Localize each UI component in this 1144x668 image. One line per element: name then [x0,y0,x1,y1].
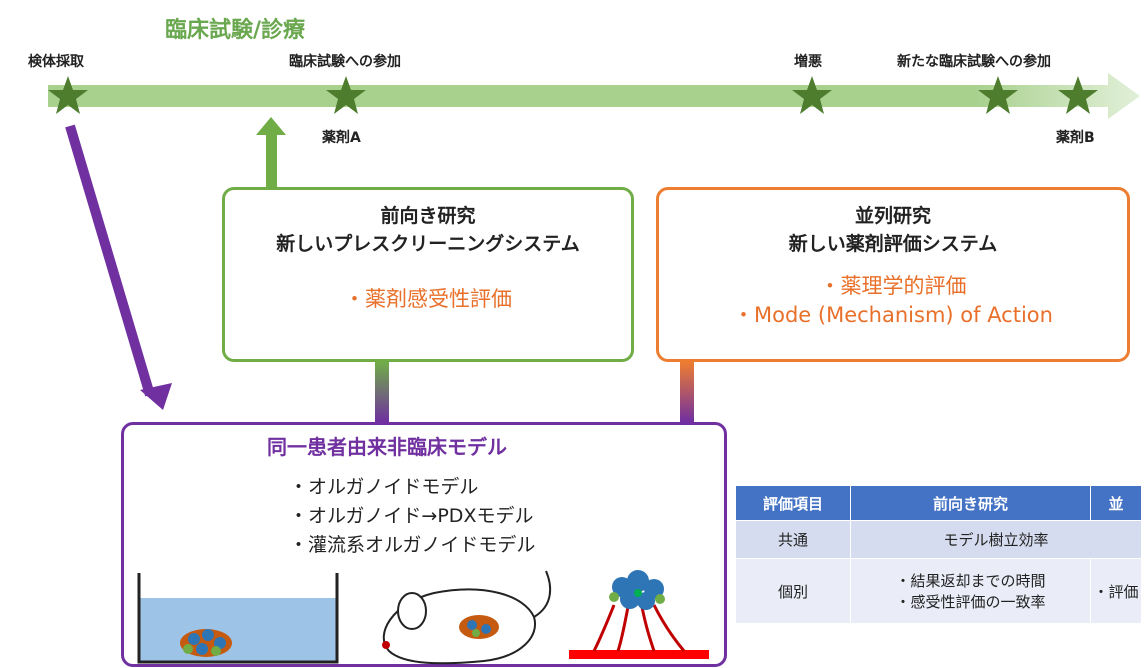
model-illustrations [137,570,709,665]
culture-dish-icon [137,573,339,664]
model-item-3: ・灌流系オルガノイドモデル [289,534,536,556]
star-progression-icon [792,76,832,114]
row-individual-value-1: ・結果返却までの時間 [895,572,1046,590]
orange-purple-connector [680,362,694,422]
parallel-study-box: 並列研究 新しい薬剤評価システム ・薬理学的評価 ・Mode (Mechanis… [656,187,1130,362]
model-item-2: ・オルガノイド→PDXモデル [289,505,534,527]
perfusion-organoid-icon [569,570,709,659]
models-box: 同一患者由来非臨床モデル ・オルガノイドモデル ・オルガノイド→PDXモデル ・… [121,422,727,667]
table-row: 共通 モデル樹立効率 [735,520,1142,559]
parallel-item-1: ・薬理学的評価 [819,274,967,298]
star-new-trial-icon [978,76,1018,114]
label-drug-b: 薬剤B [1056,130,1095,146]
table-row: 個別 ・結果返却までの時間 ・感受性評価の一致率 ・評価 [735,558,1142,624]
row-individual-value: ・結果返却までの時間 ・感受性評価の一致率 [850,558,1091,624]
star-specimen-icon [48,76,88,114]
row-common-value: モデル樹立効率 [850,520,1142,559]
parallel-title-2: 新しい薬剤評価システム [788,233,998,255]
prospective-title-1: 前向き研究 [380,205,476,227]
model-item-1: ・オルガノイドモデル [289,476,479,498]
row-individual-value-2: ・感受性評価の一致率 [895,593,1046,611]
specimen-arrow [65,124,155,397]
table-header-row: 評価項目 前向き研究 並 [735,485,1142,521]
label-drug-a: 薬剤A [322,130,361,146]
label-specimen: 検体採取 [28,54,84,70]
timeline-arrow [48,73,1140,119]
label-trial-join: 臨床試験への参加 [289,54,401,70]
parallel-item-2: ・Mode (Mechanism) of Action [733,303,1053,327]
up-arrow-shaft [266,133,277,187]
row-individual-col3: ・評価 [1090,558,1142,624]
row-common-label: 共通 [735,520,851,559]
prospective-study-box: 前向き研究 新しいプレスクリーニングシステム ・薬剤感受性評価 [222,187,634,362]
prospective-title-2: 新しいプレスクリーニングシステム [276,233,580,255]
prospective-item: ・薬剤感受性評価 [344,287,512,311]
row-individual-label: 個別 [735,558,851,624]
green-purple-connector [375,362,389,422]
table-header-parallel: 並 [1090,485,1142,521]
diagram-title: 臨床試験/診療 [165,18,306,43]
label-progression: 増悪 [794,54,822,70]
specimen-arrow-head [140,383,172,410]
mouse-icon [382,570,552,665]
table-header-item: 評価項目 [735,485,851,521]
label-new-trial-join: 新たな臨床試験への参加 [897,54,1051,70]
up-arrow-head [256,117,286,135]
evaluation-table: 評価項目 前向き研究 並 共通 モデル樹立効率 個別 ・結果返却までの時間 ・感… [735,485,1142,624]
star-trial-icon [326,76,366,114]
star-drug-b-icon [1058,76,1098,114]
parallel-title-1: 並列研究 [854,205,931,227]
models-title: 同一患者由来非臨床モデル [267,435,507,459]
table-header-prospective: 前向き研究 [850,485,1091,521]
